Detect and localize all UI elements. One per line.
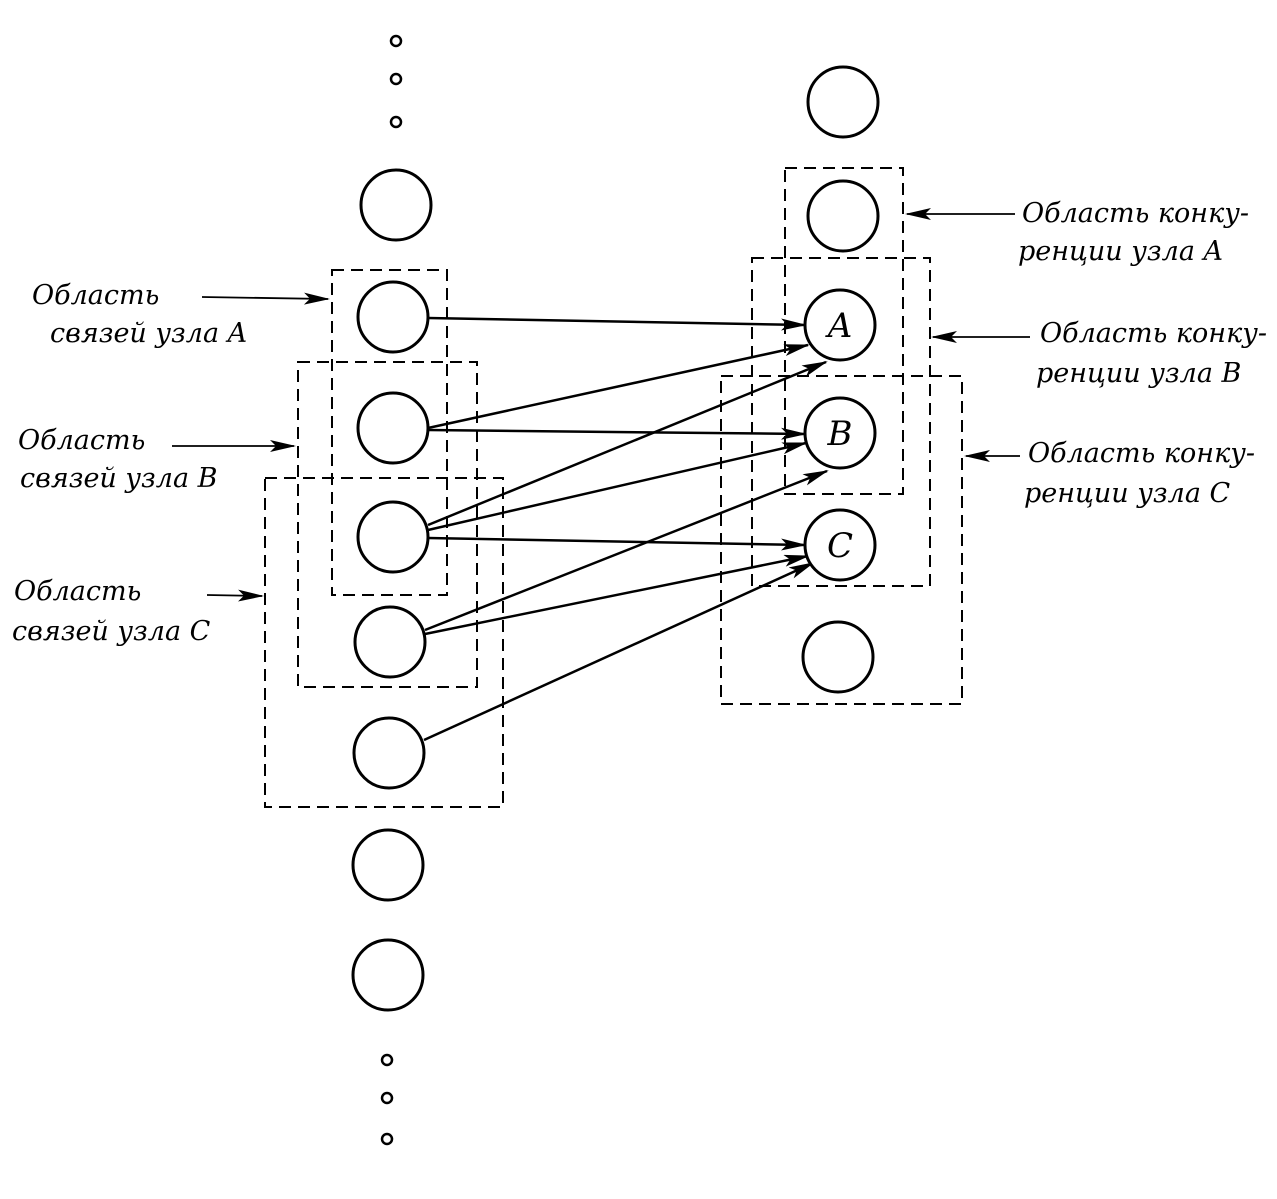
label-comp-b-line2: ренции узла B: [1036, 358, 1241, 389]
left-node-8: [351, 938, 425, 1012]
connection-region-c: [264, 477, 504, 808]
right-layer-nodes: [801, 65, 880, 694]
arrow-l1-to-a: [427, 316, 807, 331]
left-node-4: [356, 500, 430, 574]
left-layer-nodes: [351, 168, 433, 1012]
node-a-label: A: [825, 306, 853, 346]
competition-region-b: [751, 257, 931, 587]
left-node-5: [353, 605, 427, 679]
right-node-bottom: [801, 620, 875, 694]
left-node-1: [359, 168, 433, 242]
node-c-label: C: [827, 526, 853, 566]
connection-arrows: [423, 316, 829, 742]
left-continuation-dots-bottom: [380, 1053, 394, 1146]
node-a: [803, 288, 877, 362]
right-node-upper: [806, 179, 880, 253]
arrow-l2-to-b: [427, 427, 807, 440]
competition-region-a: [784, 167, 904, 495]
arrow-l4-to-c: [424, 554, 810, 636]
label-conn-b-line1: Область: [18, 425, 145, 456]
label-conn-a-line2: связей узла A: [50, 318, 247, 349]
arrow-l5-to-c: [423, 561, 815, 742]
competition-region-c: [720, 375, 963, 705]
arrow-l4-to-b: [424, 469, 829, 632]
pointer-conn-c: [206, 589, 264, 602]
label-comp-c-line1: Область конку-: [1028, 438, 1255, 469]
right-node-top: [806, 65, 880, 139]
left-node-7: [351, 828, 425, 902]
node-b-label: B: [827, 414, 853, 454]
label-conn-c-line1: Область: [14, 576, 141, 607]
node-b: [803, 396, 877, 470]
arrow-l3-to-c: [427, 536, 807, 551]
label-conn-c-line2: связей узла C: [12, 616, 211, 647]
label-comp-c-line2: ренции узла C: [1024, 478, 1231, 509]
node-c: [803, 508, 877, 582]
left-node-3: [356, 391, 430, 465]
left-node-2: [356, 280, 430, 354]
arrow-l3-to-a: [427, 360, 828, 527]
left-node-6: [352, 716, 426, 790]
arrow-l3-to-b: [427, 441, 808, 532]
label-conn-b-line2: связей узла B: [20, 463, 218, 494]
label-comp-a-line2: ренции узла A: [1018, 236, 1223, 267]
label-conn-a-line1: Область: [32, 280, 159, 311]
pointer-conn-a: [201, 292, 330, 305]
arrow-l2-to-a: [427, 343, 810, 430]
annotation-pointers: [172, 208, 1030, 602]
label-comp-a-line1: Область конку-: [1022, 198, 1249, 229]
connection-region-a: [331, 269, 448, 596]
left-continuation-dots-top: [389, 34, 403, 129]
connection-region-b: [297, 361, 478, 688]
label-comp-b-line1: Область конку-: [1040, 318, 1267, 349]
